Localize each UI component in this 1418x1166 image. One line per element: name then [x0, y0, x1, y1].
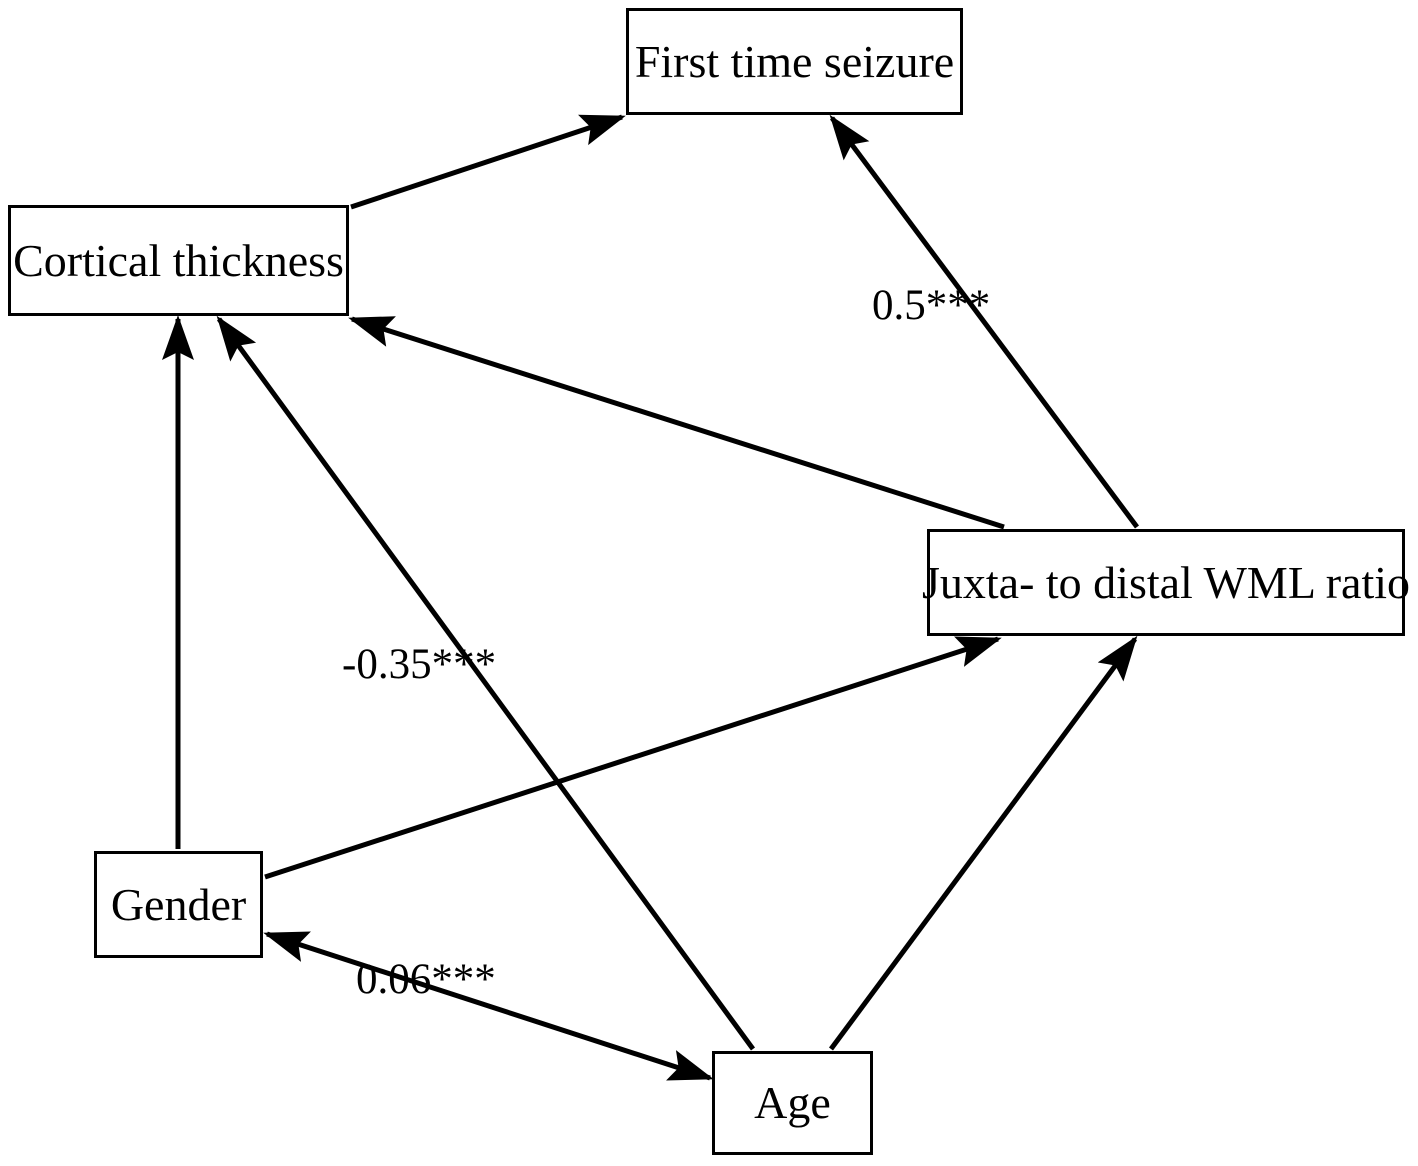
edge-label-age-to-cortical: -0.35*** [342, 641, 497, 688]
node-first-time-seizure[interactable]: First time seizure [626, 8, 963, 115]
node-juxta-wml-ratio[interactable]: Juxta- to distal WML ratio [922, 529, 1410, 636]
node-juxta-wml-ratio-label: Juxta- to distal WML ratio [921, 556, 1411, 608]
edge-cortical-to-seizure [350, 114, 626, 210]
node-cortical-thickness-label: Cortical thickness [13, 234, 344, 286]
node-age-label: Age [754, 1077, 831, 1128]
edge-label-gender-age-covariance: 0.06*** [356, 956, 496, 1003]
edge-gender-age-covariance [263, 931, 714, 1081]
node-gender[interactable]: Gender [94, 851, 263, 958]
edge-age-to-juxta [828, 635, 1138, 1051]
node-age[interactable]: Age [712, 1051, 873, 1155]
node-cortical-thickness[interactable]: Cortical thickness [8, 205, 349, 316]
edge-juxta-to-seizure [829, 114, 1140, 529]
node-gender-label: Gender [110, 878, 247, 930]
node-first-time-seizure-label: First time seizure [634, 35, 955, 87]
edge-label-juxta-to-seizure: 0.5*** [872, 282, 991, 329]
edge-gender-to-juxta [264, 636, 1002, 880]
edge-juxta-to-cortical [348, 316, 1005, 530]
edge-age-to-cortical [216, 315, 756, 1051]
